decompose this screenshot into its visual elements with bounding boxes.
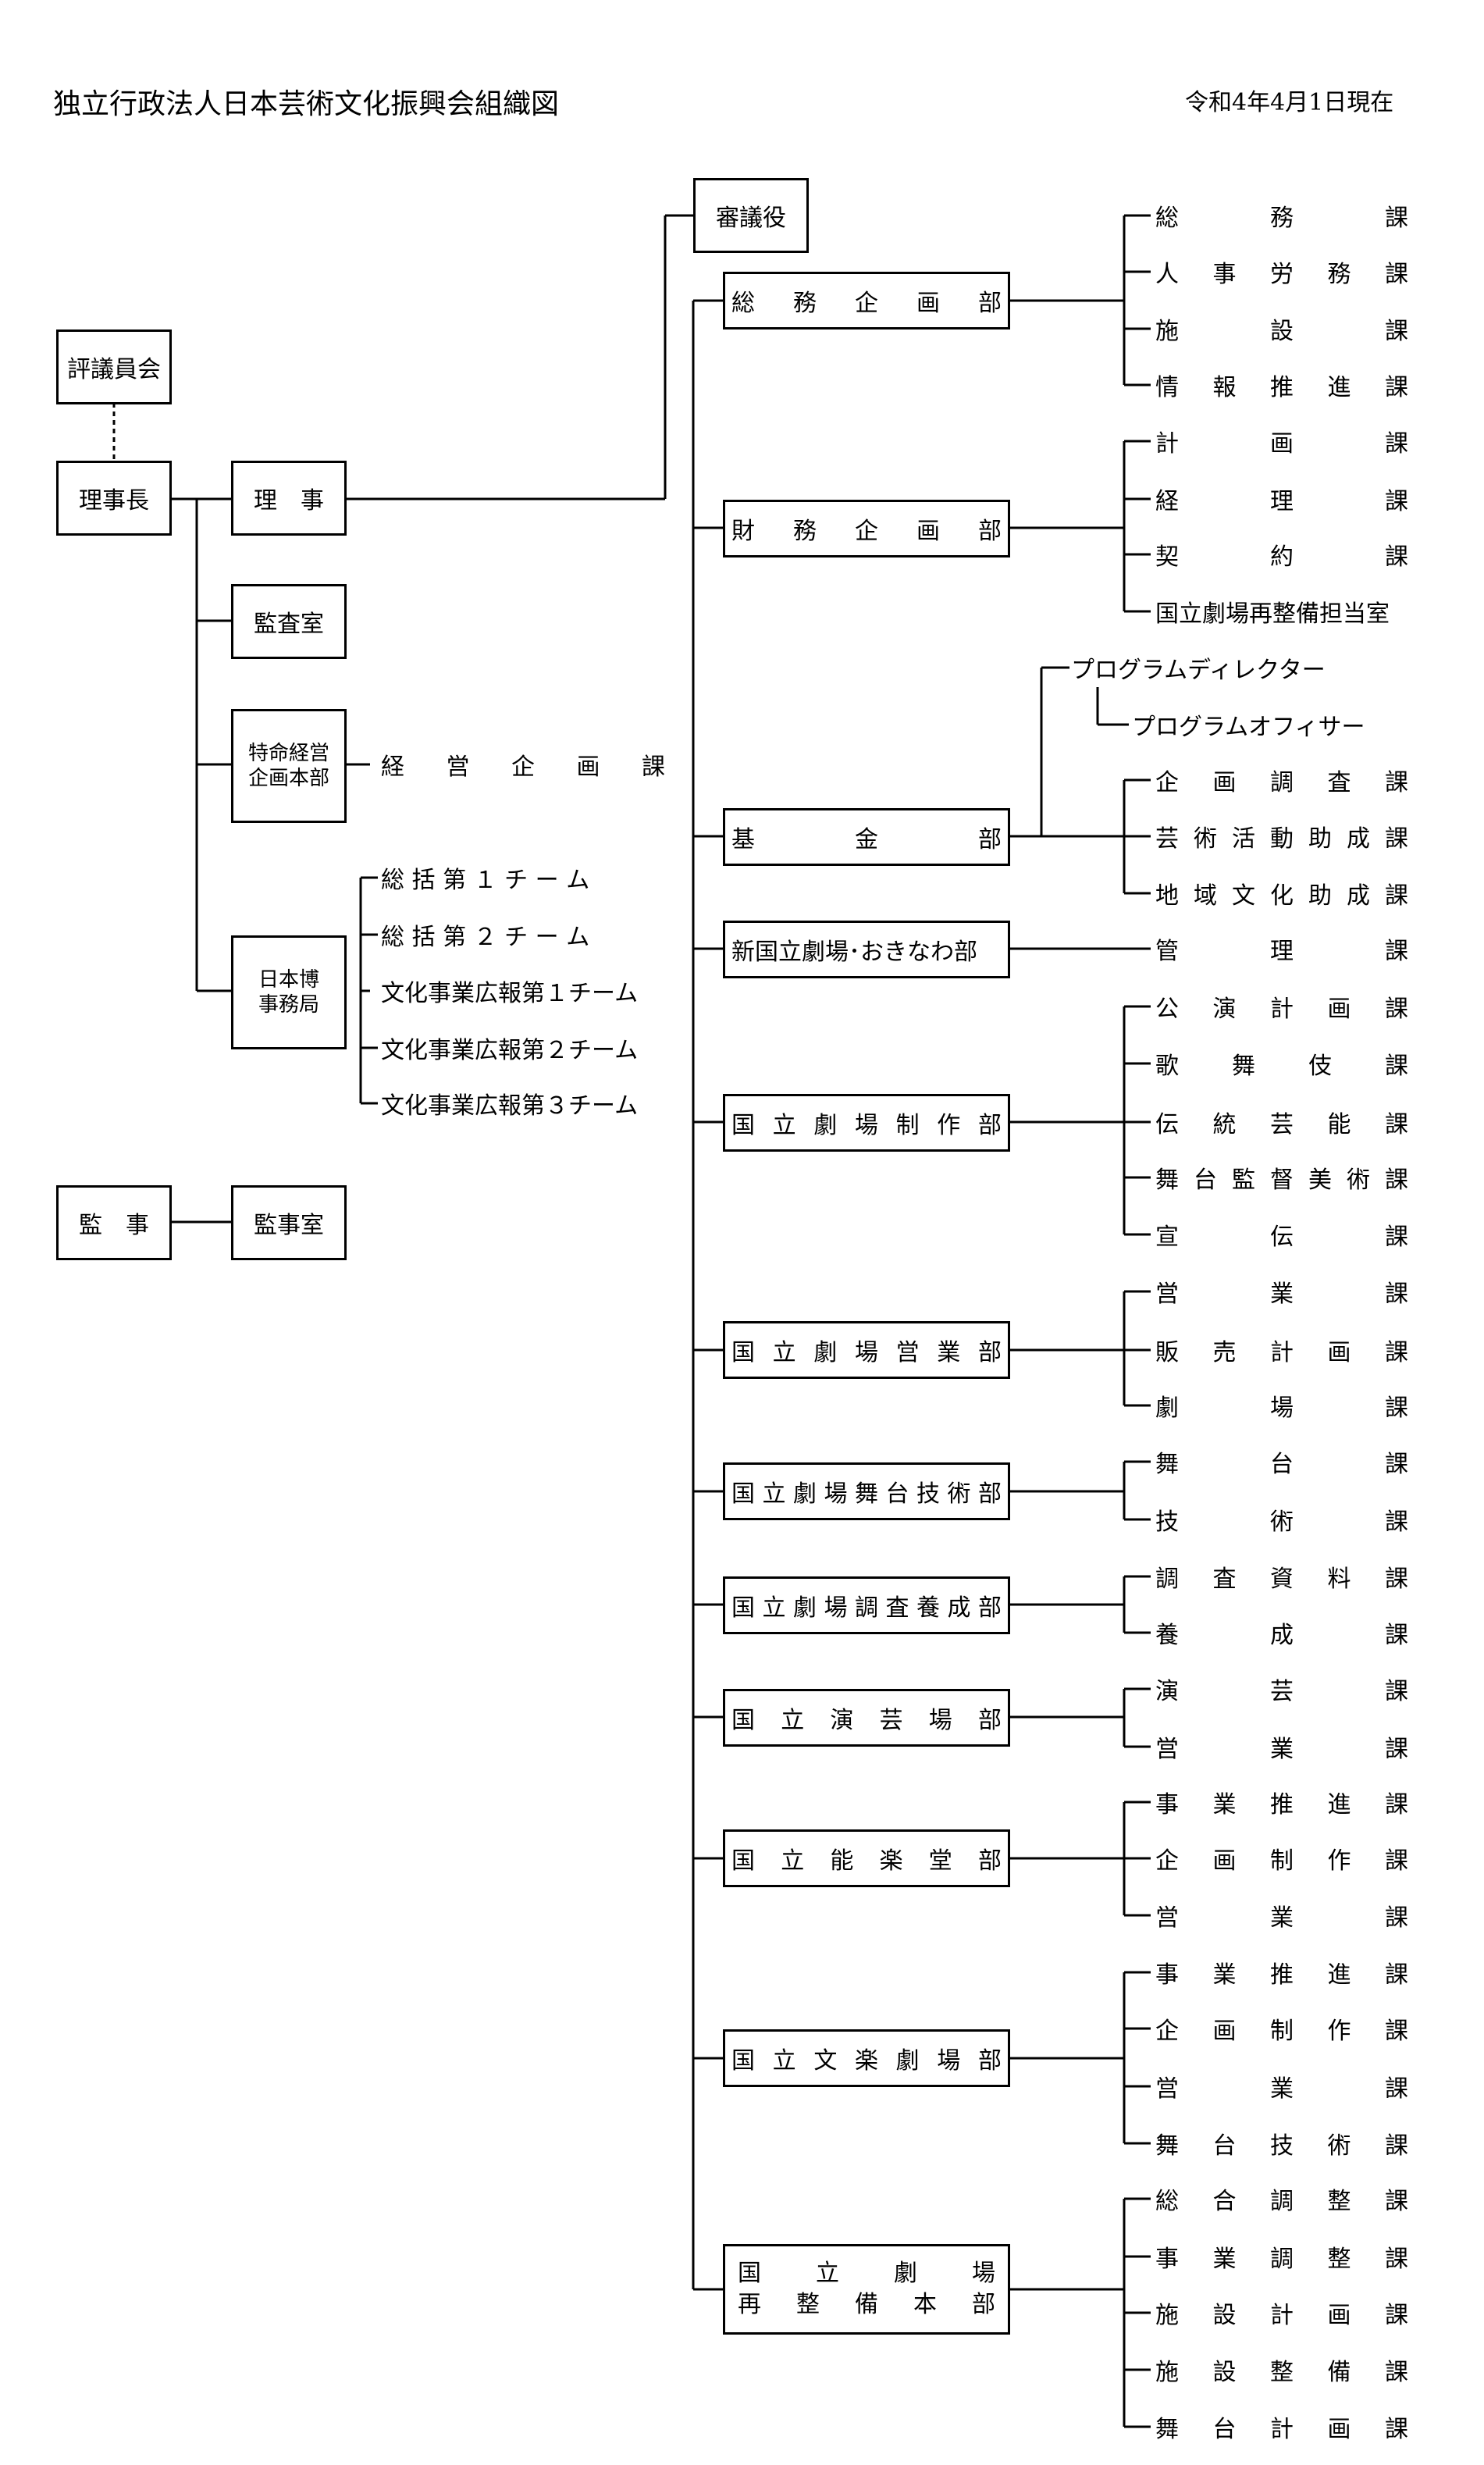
section-item: 舞台監督美術課: [1155, 1167, 1408, 1194]
councillor-box: 審議役: [693, 178, 809, 253]
section-item: 施設整備課: [1155, 2359, 1408, 2386]
section-item: 営業課: [1155, 1904, 1408, 1932]
section-item: 劇場課: [1155, 1395, 1408, 1422]
section-item: 舞台課: [1155, 1451, 1408, 1478]
program-director: プログラムディレクター: [1071, 657, 1326, 684]
section-item: 調査資料課: [1155, 1566, 1408, 1593]
section-item: 演芸課: [1155, 1678, 1408, 1705]
chart-title: 独立行政法人日本芸術文化振興会組織図: [53, 88, 560, 120]
section-item: 企画制作課: [1155, 2018, 1408, 2045]
section-item: 営業課: [1155, 1281, 1408, 1308]
department-box: 国立劇場調査養成部: [723, 1576, 1010, 1634]
section-item: 契約課: [1155, 543, 1408, 571]
council-box: 評議員会: [56, 329, 172, 404]
section-item: 芸術活動助成課: [1155, 825, 1408, 853]
department-box: 国立劇場舞台技術部: [723, 1462, 1010, 1520]
expo-office-box: 日本博 事務局: [231, 935, 347, 1049]
department-name: 財務企画部: [731, 518, 1002, 545]
section-item: 営業課: [1155, 2075, 1408, 2103]
department-name: 国立文楽劇場部: [731, 2047, 1002, 2075]
auditor-office-box: 監事室: [231, 1185, 347, 1260]
section-item: 事業調整課: [1155, 2246, 1408, 2273]
department-name: 新国立劇場･おきなわ部: [731, 939, 977, 966]
section-item: 管理課: [1155, 938, 1408, 965]
department-name: 国立劇場営業部: [731, 1339, 1002, 1366]
section-item: 事業推進課: [1155, 1961, 1408, 1989]
president-box: 理事長: [56, 461, 172, 536]
expo-team: 文化事業広報第２チーム: [381, 1037, 639, 1064]
department-box: 国立劇場 再整備本部: [723, 2244, 1010, 2335]
section-item: 舞台技術課: [1155, 2132, 1408, 2160]
department-box: 国立文楽劇場部: [723, 2029, 1010, 2087]
section-item: 技術課: [1155, 1509, 1408, 1536]
department-name-line: 国立劇場: [738, 2259, 995, 2287]
section-item: 総務課: [1155, 205, 1408, 232]
department-box: 新国立劇場･おきなわ部: [723, 921, 1010, 978]
department-name: 国立劇場制作部: [731, 1112, 1002, 1139]
section-item: 情報推進課: [1155, 374, 1408, 401]
expo-team: 文化事業広報第３チーム: [381, 1092, 639, 1120]
section-item: 企画調査課: [1155, 769, 1408, 796]
section-item: 舞台計画課: [1155, 2416, 1408, 2443]
section-item: 事業推進課: [1155, 1791, 1408, 1818]
auditor-box: 監 事: [56, 1185, 172, 1260]
department-box: 総務企画部: [723, 272, 1010, 329]
expo-office-label: 日本博 事務局: [258, 967, 319, 1017]
section-item: 経理課: [1155, 488, 1408, 515]
special-hq-label: 特命経営 企画本部: [247, 741, 329, 791]
section-item: 公演計画課: [1155, 996, 1408, 1023]
department-box: 国立能楽堂部: [723, 1829, 1010, 1887]
section-item: 養成課: [1155, 1622, 1408, 1649]
audit-office-box: 監査室: [231, 584, 347, 659]
section-item: 計画課: [1155, 430, 1408, 458]
section-item: 販売計画課: [1155, 1339, 1408, 1366]
expo-team: 文化事業広報第１チーム: [381, 980, 639, 1007]
director-box: 理 事: [231, 461, 347, 536]
section-item: 施設課: [1155, 318, 1408, 345]
section-item: 地域文化助成課: [1155, 882, 1408, 910]
section-item: 宣伝課: [1155, 1224, 1408, 1251]
expo-team: 総 括 第 ２ チ ー ム: [381, 924, 590, 951]
section-item: 人事労務課: [1155, 261, 1408, 288]
department-name: 国立劇場舞台技術部: [731, 1480, 1002, 1508]
expo-team: 総 括 第 １ チ ー ム: [381, 867, 590, 894]
department-box: 財務企画部: [723, 500, 1010, 557]
department-name: 総務企画部: [731, 290, 1002, 317]
department-name-line: 再整備本部: [738, 2291, 995, 2318]
department-name: 国立演芸場部: [731, 1707, 1002, 1734]
department-name: 国立能楽堂部: [731, 1847, 1002, 1875]
special-section: 経 営 企 画 課: [381, 753, 665, 781]
special-hq-box: 特命経営 企画本部: [231, 709, 347, 823]
section-item: 歌舞伎課: [1155, 1053, 1408, 1080]
program-officer: プログラムオフィサー: [1132, 714, 1365, 741]
section-item: 企画制作課: [1155, 1847, 1408, 1875]
department-box: 基金部: [723, 808, 1010, 866]
department-name: 国立劇場調査養成部: [731, 1594, 1002, 1622]
section-item: 施設計画課: [1155, 2302, 1408, 2329]
department-box: 国立演芸場部: [723, 1689, 1010, 1747]
section-item: 営業課: [1155, 1736, 1408, 1763]
department-box: 国立劇場制作部: [723, 1094, 1010, 1152]
department-name: 基金部: [731, 826, 1002, 853]
as-of-date: 令和4年4月1日現在: [1185, 89, 1394, 116]
section-item: 国立劇場再整備担当室: [1155, 600, 1390, 628]
section-item: 総合調整課: [1155, 2188, 1408, 2215]
department-box: 国立劇場営業部: [723, 1321, 1010, 1379]
section-item: 伝統芸能課: [1155, 1111, 1408, 1138]
